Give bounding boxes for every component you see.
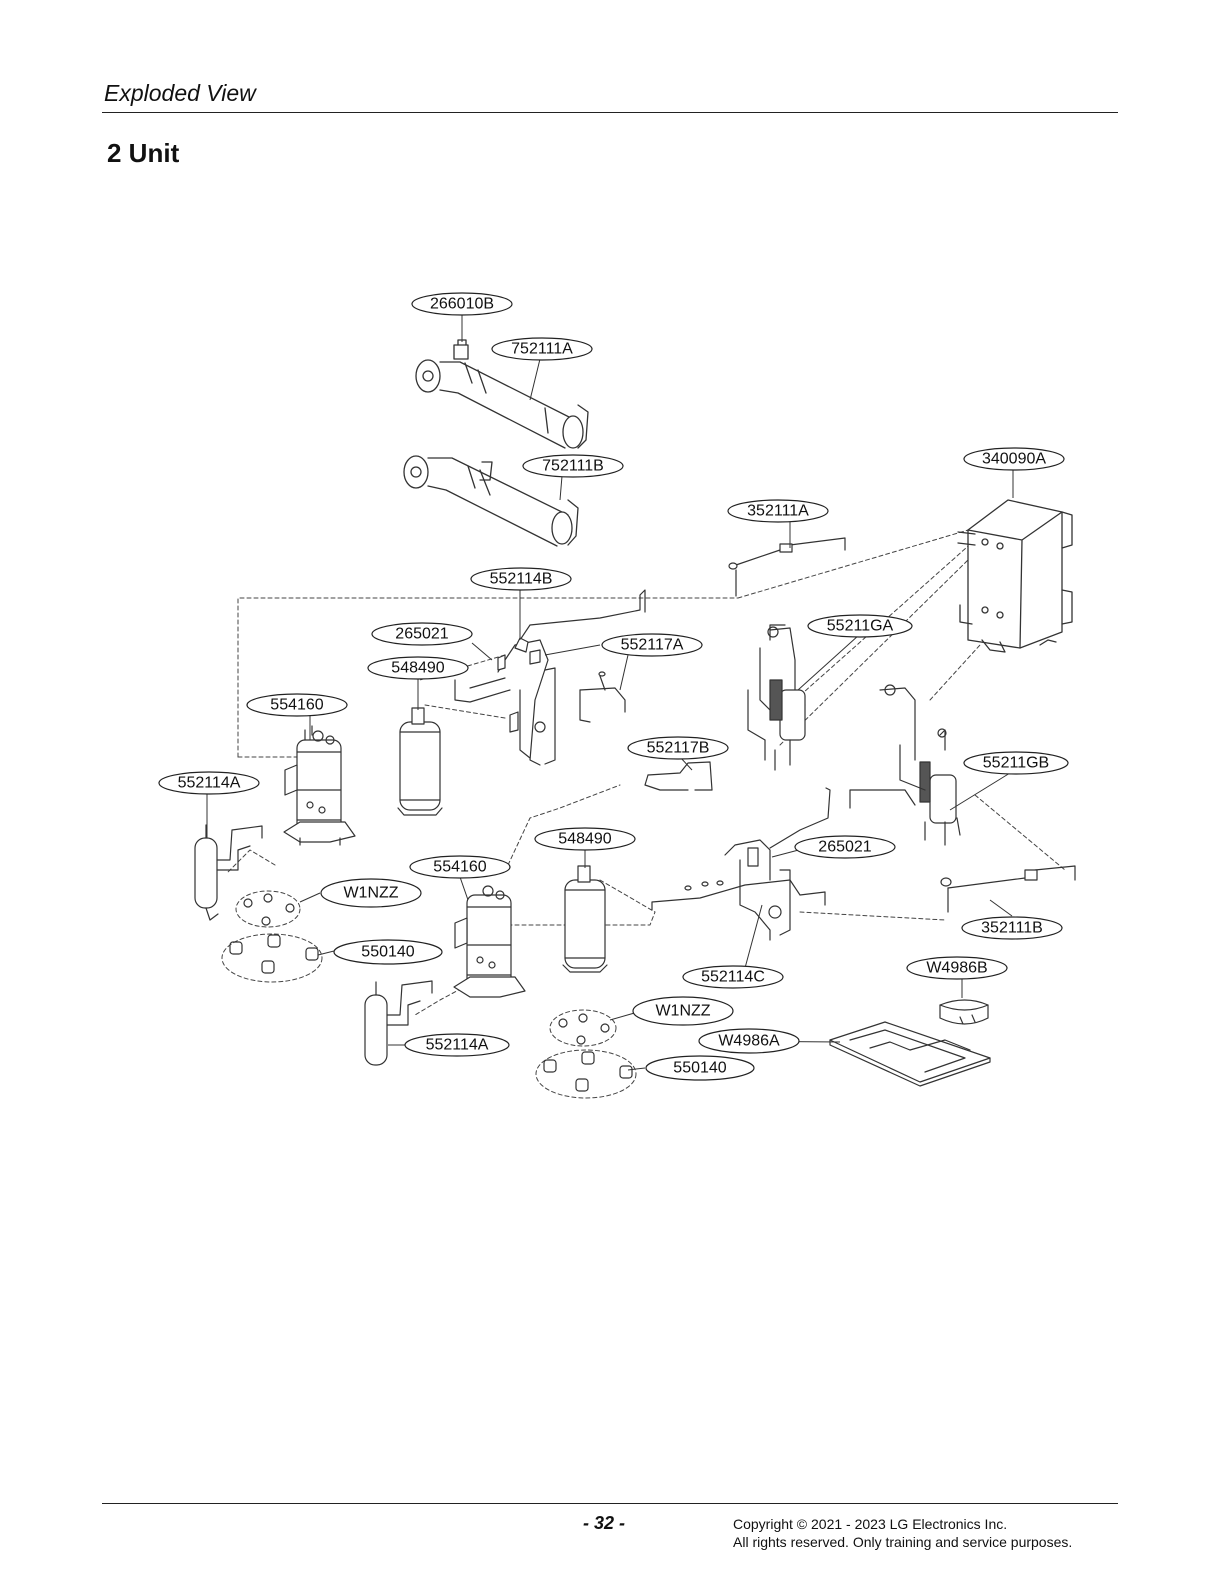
callout-bubble — [246, 693, 348, 717]
page-number: - 32 - — [583, 1513, 626, 1533]
callout-label: 552114B — [490, 571, 553, 588]
callout-label: 752111A — [511, 341, 573, 358]
callout-label: 548490 — [391, 660, 444, 677]
section-title: Exploded View — [104, 80, 256, 106]
compressor-left — [283, 725, 356, 846]
callout-label: W1NZZ — [343, 885, 398, 902]
callout-bubble — [632, 996, 734, 1026]
callout-bubble — [367, 656, 469, 680]
callout-bubble — [627, 736, 729, 760]
callout-bubble — [807, 614, 913, 638]
callout-label: 554160 — [270, 697, 323, 714]
callout-bubble — [411, 292, 513, 316]
assembly-line — [737, 527, 976, 599]
assembly-line — [424, 704, 506, 719]
callout-label: 548490 — [558, 831, 611, 848]
pipe-assembly-b — [454, 589, 646, 766]
assembly-line — [779, 559, 969, 746]
callout-bubble — [534, 827, 636, 851]
callout-bubble — [371, 622, 473, 646]
callout-bubble — [409, 855, 511, 879]
page-title: 2 Unit — [107, 138, 180, 168]
callout-label: W4986B — [926, 960, 987, 977]
header-divider — [102, 112, 1118, 113]
service-cover — [939, 999, 989, 1025]
callout-label: W4986A — [718, 1033, 780, 1050]
assembly-line — [507, 911, 656, 926]
copyright-notice: Copyright © 2021 - 2023 LG Electronics I… — [733, 1515, 1072, 1551]
callout-bubble — [963, 751, 1069, 775]
callout-bubble — [906, 956, 1008, 980]
callout-bubble — [794, 835, 896, 859]
callout-label: 752111B — [542, 458, 604, 475]
callout-bubble — [320, 878, 422, 908]
mount-kit-outline — [549, 1009, 617, 1047]
accumulator-center — [562, 865, 608, 973]
bypass-pipe-a — [579, 671, 626, 723]
callout-label: 550140 — [673, 1060, 726, 1077]
compressor-center — [453, 885, 526, 998]
grommets-center — [543, 1051, 633, 1092]
assembly-line — [929, 644, 981, 701]
callout-bubble — [727, 499, 829, 523]
callout-label: 352111B — [981, 920, 1043, 937]
grommets-left — [229, 934, 319, 974]
callout-label: W1NZZ — [655, 1003, 710, 1020]
oil-separator-b — [849, 684, 961, 846]
assembly-line — [599, 879, 656, 913]
callout-label: 266010B — [430, 296, 494, 313]
callout-bubble — [645, 1055, 755, 1081]
callout-bubble — [601, 633, 703, 657]
callout-label: 554160 — [433, 859, 486, 876]
callout-label: 55211GB — [983, 755, 1049, 772]
callout-bubble — [961, 916, 1063, 940]
callout-label: 352111A — [747, 503, 809, 520]
water-pipe-upper — [415, 339, 589, 449]
callout-label: 265021 — [818, 839, 871, 856]
callout-bubble — [491, 337, 593, 361]
sensor-cable-b — [940, 865, 1076, 913]
mount-kit-outline — [221, 933, 323, 983]
callout-bubble — [682, 965, 784, 989]
bypass-pipe-b — [644, 761, 713, 791]
base-panel — [829, 1021, 991, 1087]
suction-pipe-left — [194, 824, 263, 921]
rights-line: All rights reserved. Only training and s… — [733, 1534, 1073, 1550]
callout-bubble — [698, 1028, 800, 1054]
copyright-line: Copyright © 2021 - 2023 LG Electronics I… — [733, 1516, 1008, 1532]
assembly-line — [507, 784, 621, 866]
callout-label: 552114A — [426, 1037, 489, 1054]
suction-pipe-center — [364, 980, 433, 1066]
pipe-assembly-c — [651, 787, 831, 941]
footer-divider — [102, 1503, 1118, 1504]
assembly-line — [227, 849, 276, 873]
callout-bubble — [158, 771, 260, 795]
callout-bubble — [404, 1033, 510, 1057]
plate-heat-exchanger — [957, 499, 1073, 653]
sensor-cable-a — [728, 537, 846, 597]
callout-label: 55211GA — [827, 618, 894, 635]
water-pipe-lower — [403, 455, 579, 547]
assembly-line — [974, 794, 1066, 871]
mount-nuts-center — [558, 1013, 610, 1045]
mount-kit-outline — [535, 1049, 637, 1099]
callout-bubble — [470, 567, 572, 591]
assembly-line — [237, 597, 739, 758]
callout-label: 552117B — [647, 740, 710, 757]
assembly-line — [799, 911, 946, 921]
callout-bubble — [963, 447, 1065, 471]
callout-bubble — [522, 454, 624, 478]
mount-kit-outline — [235, 890, 301, 928]
callout-label: 550140 — [361, 944, 414, 961]
callout-label: 340090A — [982, 451, 1046, 468]
callout-label: 265021 — [395, 626, 448, 643]
callout-label: 552114A — [178, 775, 241, 792]
oil-separator-a — [747, 624, 806, 771]
accumulator-left — [397, 707, 443, 816]
callout-label: 552114C — [701, 969, 765, 986]
callout-label: 552117A — [621, 637, 684, 654]
mount-nuts-left — [243, 893, 295, 926]
callout-bubble — [333, 939, 443, 965]
